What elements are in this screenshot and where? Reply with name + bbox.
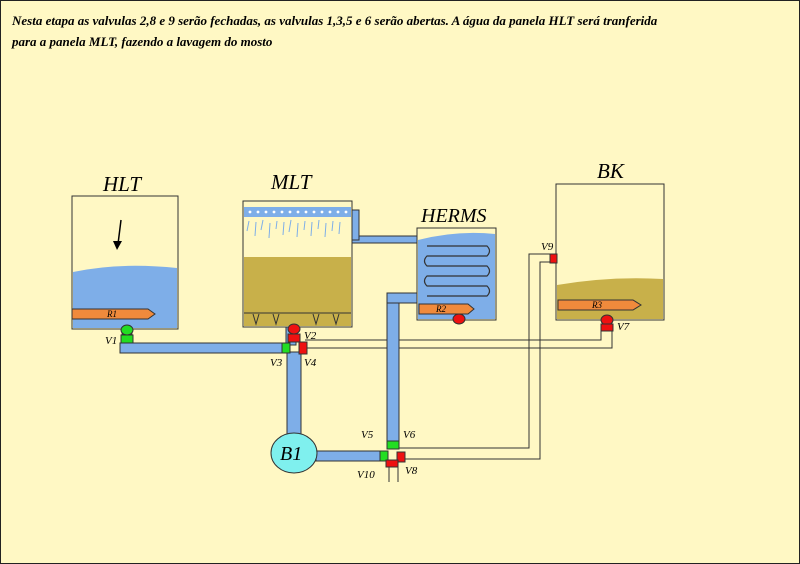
mlt-vessel: MLT xyxy=(242,170,353,328)
pipe-pump-to-v5 xyxy=(315,450,385,462)
resistance-r1 xyxy=(71,308,156,320)
valve-labels: V1 V2 V3 V4 V5 V6 V7 V8 V9 V10 xyxy=(105,241,630,481)
valve-v5[interactable] xyxy=(379,450,389,462)
herms-vessel: R2 HERMS xyxy=(416,205,497,325)
resistance-r2 xyxy=(418,303,475,315)
sparge-dots xyxy=(248,210,348,214)
valve-v9[interactable] xyxy=(549,253,558,264)
caption-line-2: para a panela MLT, fazendo a lavagem do … xyxy=(12,34,273,49)
valve-v1-handle[interactable] xyxy=(120,324,134,336)
herms-sensor xyxy=(452,313,466,325)
valve-v7-label: V7 xyxy=(617,321,630,333)
pipe-hlt-to-mlt xyxy=(119,342,287,354)
pipe-v3-down xyxy=(286,351,302,445)
resistance-r3-label: R3 xyxy=(591,300,602,310)
resistance-r3 xyxy=(557,299,642,311)
caption-text: Nesta etapa as valvulas 2,8 e 9 serão fe… xyxy=(12,10,787,52)
valve-v4[interactable] xyxy=(298,341,308,355)
pump-b1[interactable]: B1 xyxy=(270,432,318,474)
valve-v3-label: V3 xyxy=(270,357,283,369)
valve-v3[interactable] xyxy=(281,342,291,354)
sparge-drops xyxy=(246,219,341,239)
bk-vessel: R3 BK xyxy=(555,159,665,321)
pipe-v4-bk-return xyxy=(305,330,613,349)
mlt-label: MLT xyxy=(270,170,313,194)
valves xyxy=(120,253,614,468)
bk-wort xyxy=(557,278,663,319)
valve-v2-label: V2 xyxy=(304,330,317,342)
valve-v1-label: V1 xyxy=(105,335,117,347)
pipe-v2-to-v7 xyxy=(305,330,602,341)
herms-coil xyxy=(423,245,491,297)
valve-v6-label: V6 xyxy=(403,429,416,441)
valve-v6[interactable] xyxy=(386,440,400,450)
caption-line-1: Nesta etapa as valvulas 2,8 e 9 serão fe… xyxy=(12,13,658,28)
valve-v7[interactable] xyxy=(600,323,614,332)
valve-v5-label: V5 xyxy=(361,429,374,441)
pipe-mlt-top xyxy=(351,209,360,241)
herms-label: HERMS xyxy=(420,205,487,227)
thin-pipes xyxy=(305,253,613,482)
valve-v8[interactable] xyxy=(396,451,406,463)
pipe-v5-up xyxy=(386,293,400,447)
valve-v4-label: V4 xyxy=(304,357,317,369)
pipe-mlt-to-herms xyxy=(351,235,419,244)
valve-v10[interactable] xyxy=(385,459,399,468)
pump-b1-body[interactable] xyxy=(270,432,318,474)
resistance-r1-label: R1 xyxy=(106,309,117,319)
pipe-v6-to-v9 xyxy=(398,253,553,449)
resistance-r2-label: R2 xyxy=(435,304,446,314)
mlt-wort xyxy=(244,257,351,326)
hlt-label: HLT xyxy=(102,172,142,196)
bk-label: BK xyxy=(597,159,625,183)
level-arrow-icon xyxy=(113,241,122,250)
valve-v2-handle[interactable] xyxy=(287,323,301,335)
pipe-to-herms xyxy=(386,292,418,304)
valve-v10-label: V10 xyxy=(357,469,375,481)
hlt-vessel: R1 HLT xyxy=(71,172,179,330)
valve-v9-label: V9 xyxy=(541,241,554,253)
valve-v8-label: V8 xyxy=(405,465,418,477)
valve-v2[interactable] xyxy=(287,333,301,343)
false-bottom xyxy=(244,312,351,326)
valve-v1[interactable] xyxy=(120,334,134,344)
pipe-v8-to-v9 xyxy=(398,261,553,460)
level-arrow-shaft xyxy=(117,219,122,245)
pump-b1-label: B1 xyxy=(280,443,302,465)
